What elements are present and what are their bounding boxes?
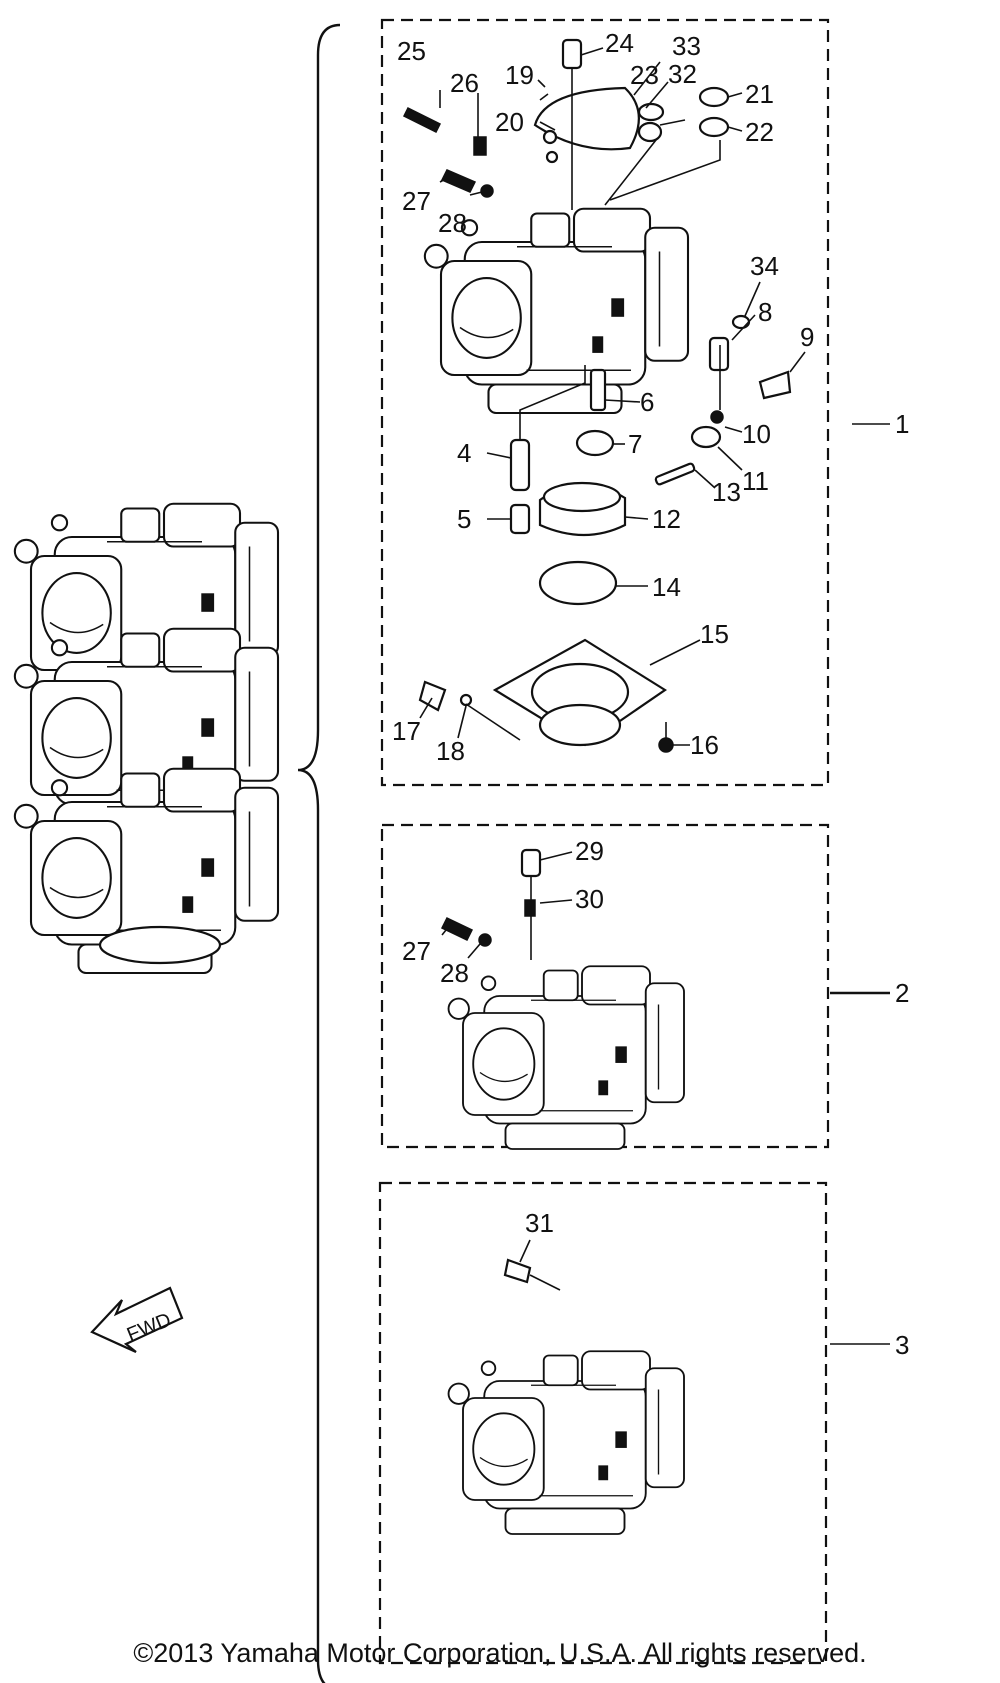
box2-parts: [440, 848, 685, 1150]
callout-5: 5: [457, 504, 471, 534]
callout-28: 28: [438, 208, 467, 238]
callout-26: 26: [450, 68, 479, 98]
callout-18: 18: [436, 736, 465, 766]
fwd-arrow: FWD: [90, 1286, 184, 1354]
callout-33: 33: [672, 31, 701, 61]
group-box-1: [380, 18, 830, 787]
callout-15: 15: [700, 619, 729, 649]
carburetor-assembly-stack: [13, 502, 280, 975]
callout-8: 8: [758, 297, 772, 327]
callout-34: 34: [750, 251, 779, 281]
callout-28-box2: 28: [440, 958, 469, 988]
callout-23: 23: [630, 60, 659, 90]
callout-14: 14: [652, 572, 681, 602]
callout-24: 24: [605, 28, 634, 58]
callout-11: 11: [742, 466, 769, 496]
callout-27-box2: 27: [402, 936, 431, 966]
group-box-3: [378, 1181, 828, 1665]
callout-19: 19: [505, 60, 534, 90]
callout-7: 7: [628, 429, 642, 459]
callout-16: 16: [690, 730, 719, 760]
callout-31: 31: [525, 1208, 554, 1238]
callout-6: 6: [640, 387, 654, 417]
box1-parts: [402, 38, 806, 753]
callout-9: 9: [800, 322, 814, 352]
copyright-notice: ©2013 Yamaha Motor Corporation, U.S.A. A…: [133, 1638, 867, 1668]
callout-30: 30: [575, 884, 604, 914]
callout-2: 2: [895, 978, 909, 1008]
callout-27: 27: [402, 186, 431, 216]
callout-21: 21: [745, 79, 774, 109]
callout-3: 3: [895, 1330, 909, 1360]
callout-25: 25: [397, 36, 426, 66]
callout-32: 32: [668, 59, 697, 89]
callout-20: 20: [495, 107, 524, 137]
callout-12: 12: [652, 504, 681, 534]
callout-4: 4: [457, 438, 471, 468]
callout-10: 10: [742, 419, 771, 449]
callout-labels: 1 2 3 4 5 6 7 8 9 10 11 12 13 14 15 16 1…: [392, 28, 909, 1360]
callout-17: 17: [392, 716, 421, 746]
callout-13: 13: [712, 477, 741, 507]
group-brace: [297, 23, 341, 1683]
callout-29: 29: [575, 836, 604, 866]
callout-22: 22: [745, 117, 774, 147]
box3-parts: [447, 1239, 685, 1535]
callout-1: 1: [895, 409, 909, 439]
